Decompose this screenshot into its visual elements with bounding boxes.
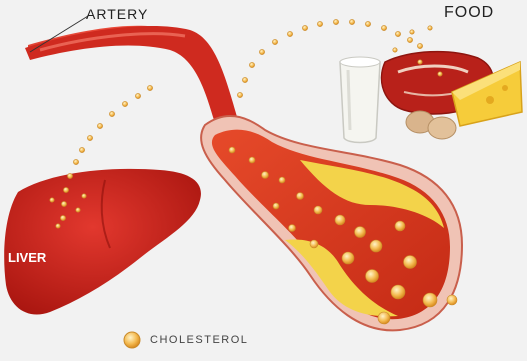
cholesterol-particle [297, 193, 304, 200]
cholesterol-particle [249, 62, 254, 67]
liver-label: LIVER [8, 250, 46, 265]
cholesterol-particle [259, 49, 264, 54]
cholesterol-particle [262, 172, 269, 179]
legend-cholesterol-label: CHOLESTEROL [150, 334, 248, 346]
cholesterol-particle [438, 72, 442, 76]
cholesterol-particle [76, 208, 80, 212]
cholesterol-particle [404, 256, 417, 269]
cholesterol-particle [272, 39, 277, 44]
cholesterol-particle [73, 159, 78, 164]
food-label: FOOD [444, 4, 494, 22]
egg-icon [406, 111, 456, 139]
cholesterol-particle [370, 240, 382, 252]
cholesterol-particle [395, 221, 405, 231]
cholesterol-particle [349, 19, 354, 24]
cholesterol-particle [61, 201, 66, 206]
cholesterol-particle [366, 270, 379, 283]
cholesterol-particle [60, 215, 65, 220]
cholesterol-particle [355, 227, 366, 238]
cholesterol-particle [407, 37, 412, 42]
cholesterol-particle [417, 43, 422, 48]
cholesterol-particle [310, 240, 318, 248]
cholesterol-particle [381, 25, 386, 30]
artery-label: ARTERY [86, 6, 148, 22]
cholesterol-particle [87, 135, 92, 140]
cholesterol-particle [122, 101, 127, 106]
cholesterol-particle [335, 215, 345, 225]
cholesterol-particle [273, 203, 279, 209]
cholesterol-particle [50, 198, 54, 202]
cholesterol-particle [82, 194, 86, 198]
cholesterol-particle [79, 147, 84, 152]
cholesterol-particle [410, 30, 414, 34]
cholesterol-particle [302, 25, 307, 30]
cholesterol-particle [63, 187, 68, 192]
cholesterol-particle [391, 285, 405, 299]
cholesterol-particle [317, 21, 322, 26]
cholesterol-particle [237, 92, 242, 97]
cholesterol-particle [428, 26, 432, 30]
cholesterol-particle [56, 224, 60, 228]
cholesterol-particle [393, 48, 397, 52]
cholesterol-particle [135, 93, 140, 98]
cholesterol-particle [395, 31, 400, 36]
cholesterol-particle [423, 293, 437, 307]
artery-upper-tube [25, 26, 238, 120]
cholesterol-particle [365, 21, 370, 26]
cholesterol-particle [109, 111, 114, 116]
cholesterol-particle [342, 252, 354, 264]
cholesterol-particle [229, 147, 235, 153]
cholesterol-particle [447, 295, 457, 305]
cholesterol-particle [418, 60, 422, 64]
cholesterol-particle [97, 123, 102, 128]
cholesterol-particle [67, 173, 72, 178]
milk-glass-icon [340, 57, 380, 143]
cholesterol-particle [333, 19, 338, 24]
cholesterol-particle [249, 157, 255, 163]
cholesterol-particle [147, 85, 152, 90]
cholesterol-dot-icon [124, 332, 140, 348]
cholesterol-particle [289, 225, 296, 232]
cholesterol-particle [242, 77, 247, 82]
cholesterol-particle [378, 312, 390, 324]
cholesterol-particle [279, 177, 285, 183]
cholesterol-particle [287, 31, 292, 36]
cholesterol-particle [314, 206, 322, 214]
